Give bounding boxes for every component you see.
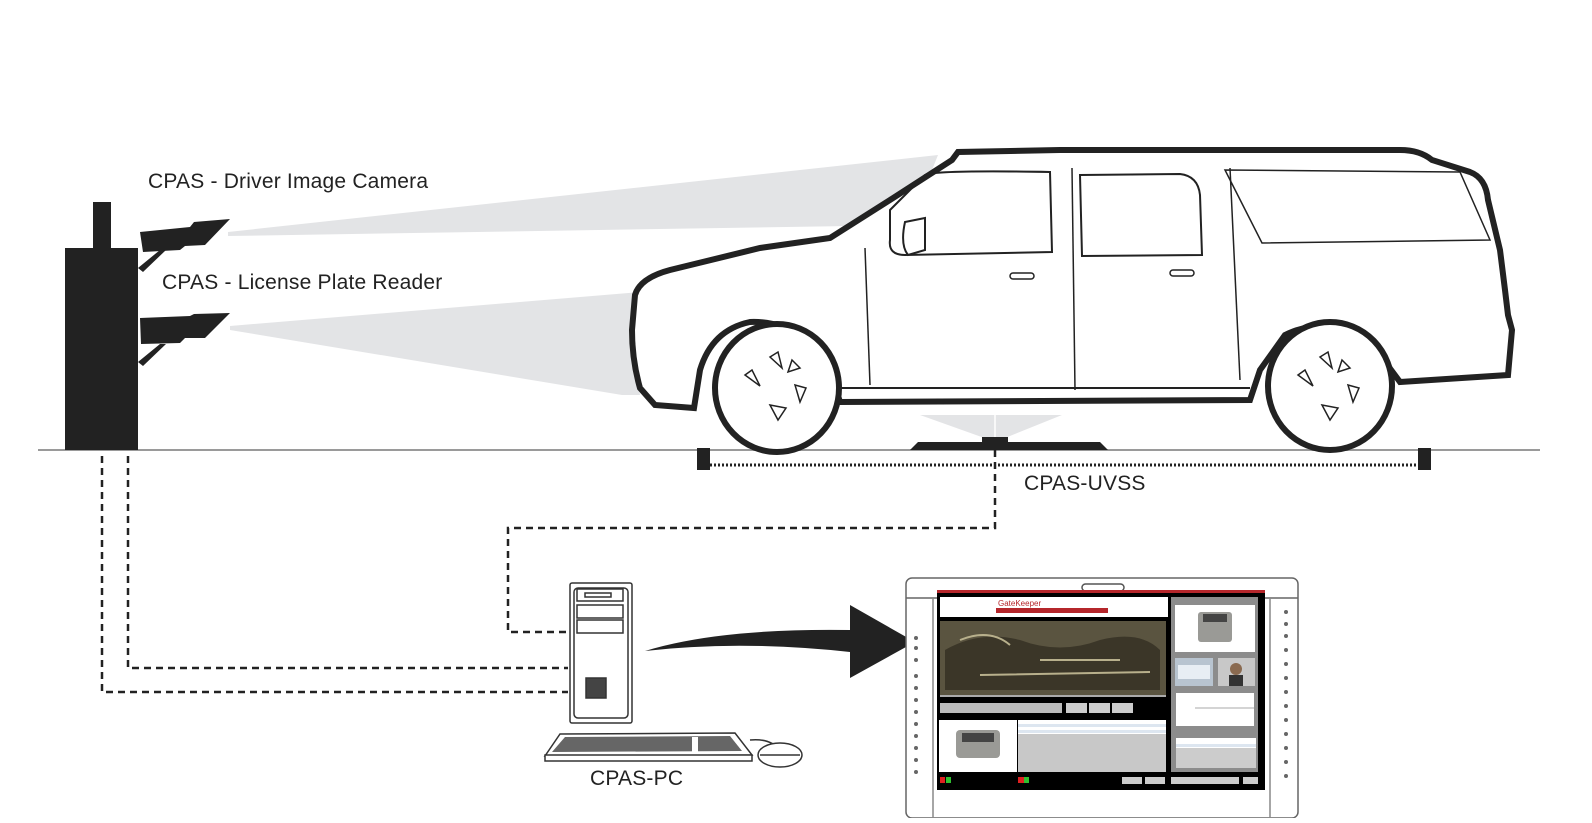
license-plate-reader-label: CPAS - License Plate Reader xyxy=(162,271,443,294)
status-red-indicator xyxy=(940,777,945,783)
uvss-marker-right xyxy=(1418,448,1431,470)
driver-details-panel xyxy=(1176,693,1254,726)
pc-label: CPAS-PC xyxy=(590,767,684,790)
cable-driver-cam-to-pc xyxy=(100,456,568,694)
license-plate-camera-icon xyxy=(138,313,230,366)
monitor-side-buttons-right xyxy=(1284,610,1288,778)
door-handle-front xyxy=(1009,272,1035,280)
side-mirror xyxy=(902,216,926,257)
pole-body xyxy=(65,248,138,450)
windshield-line xyxy=(888,170,1054,257)
uvss-ramp xyxy=(910,442,1108,450)
uvss-beam xyxy=(920,415,1062,440)
data-flow-arrow xyxy=(645,605,915,678)
status-red-indicator-2 xyxy=(1018,777,1024,783)
cable-uvss-to-pc xyxy=(506,450,997,634)
driver-camera-beam xyxy=(228,155,938,236)
uvss-sensor xyxy=(982,437,1008,443)
door-seam-3 xyxy=(1229,167,1241,381)
status-green-indicator xyxy=(946,777,951,783)
monitor-handle xyxy=(1081,583,1125,592)
screen-button-1 xyxy=(1066,703,1087,713)
connection-cables xyxy=(100,450,997,694)
door-handle-rear xyxy=(1169,269,1195,277)
mouse-icon xyxy=(749,738,803,768)
rear-wheel xyxy=(1265,319,1395,453)
screen-button-3 xyxy=(1112,703,1133,713)
keyboard-icon xyxy=(543,732,754,762)
rear-door-window xyxy=(1078,172,1204,258)
door-seam-1 xyxy=(1071,167,1076,391)
uvss-label: CPAS-UVSS xyxy=(1024,472,1146,495)
scan-controls-bar xyxy=(940,703,1062,713)
uvss-scanner xyxy=(697,414,1431,470)
camera-pole xyxy=(65,202,230,450)
rear-quarter-window xyxy=(1223,169,1492,244)
cable-lpr-to-pc xyxy=(126,456,568,670)
lpr-camera-beam xyxy=(230,292,640,395)
pc-tower-icon xyxy=(569,582,633,724)
driver-camera-label: CPAS - Driver Image Camera xyxy=(148,170,429,193)
uvss-marker-left xyxy=(697,448,710,470)
screen-button-2 xyxy=(1089,703,1110,713)
monitor-display: GateKeeper xyxy=(905,577,1299,819)
monitor-side-buttons-left xyxy=(914,636,918,774)
screen-brand-logo: GateKeeper xyxy=(998,599,1041,608)
screen-brand-bar xyxy=(996,608,1108,613)
screen-header xyxy=(940,597,1168,617)
status-green-indicator-2 xyxy=(1024,777,1029,783)
door-seam-2 xyxy=(864,247,871,386)
pole-top xyxy=(93,202,111,248)
vehicle-suv xyxy=(628,147,1516,455)
front-wheel xyxy=(712,321,842,455)
driver-camera-icon xyxy=(138,219,230,272)
